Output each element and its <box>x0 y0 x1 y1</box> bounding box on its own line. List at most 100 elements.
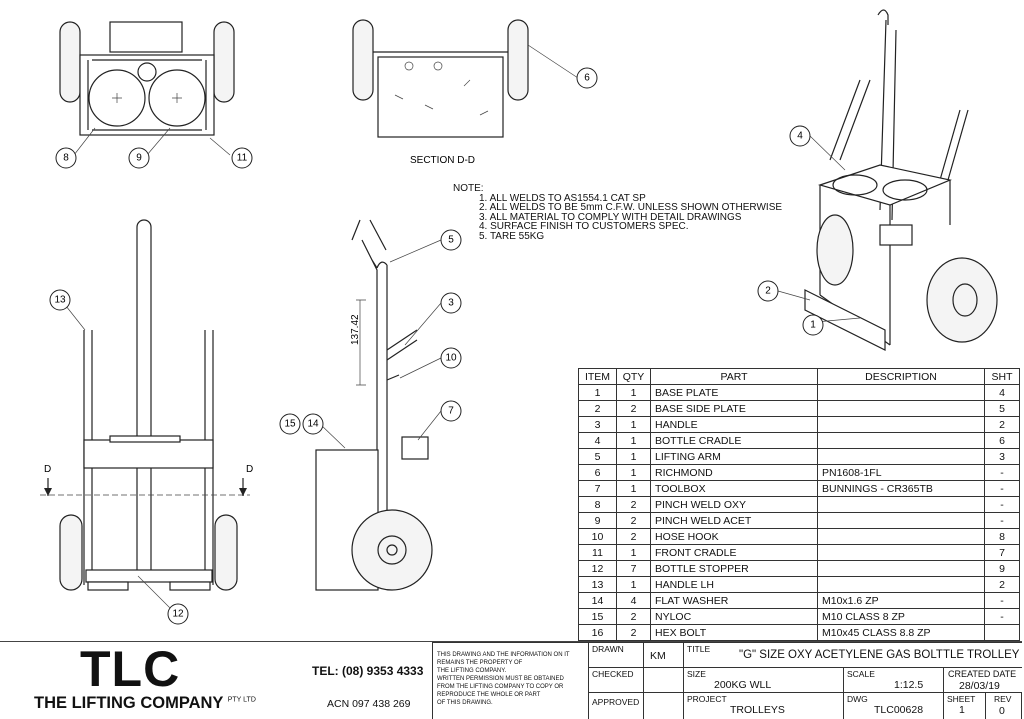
part-name: NYLOC <box>650 608 818 625</box>
quantity: 1 <box>616 448 651 465</box>
quantity: 4 <box>616 592 651 609</box>
sheet-ref: 3 <box>984 448 1020 465</box>
svg-text:6: 6 <box>584 73 590 84</box>
description: M10x45 CLASS 8.8 ZP <box>817 624 985 641</box>
description <box>817 544 985 561</box>
col-description: DESCRIPTION <box>817 368 985 385</box>
quantity: 1 <box>616 576 651 593</box>
sheet-label: SHEET <box>947 694 976 704</box>
col-item: ITEM <box>578 368 617 385</box>
quantity: 2 <box>616 400 651 417</box>
drawn-value: KM <box>650 650 666 662</box>
drawing-title: "G" SIZE OXY ACETYLENE GAS BOLTTLE TROLL… <box>739 649 1020 661</box>
rev-label: REV <box>994 694 1012 704</box>
drawn-label: DRAWN <box>592 644 624 654</box>
balloon-8: 8 <box>55 147 77 169</box>
sheet-ref: 4 <box>984 384 1020 401</box>
size-value: 200KG WLL <box>714 679 772 691</box>
section-marker-right: D <box>246 464 253 475</box>
svg-text:7: 7 <box>448 406 454 417</box>
sheet-ref: 2 <box>984 416 1020 433</box>
balloon-3: 3 <box>440 292 462 314</box>
part-name: HEX BOLT <box>650 624 818 641</box>
sheet-ref: - <box>984 512 1020 529</box>
svg-text:1: 1 <box>810 320 816 331</box>
notice-line: FROM THE LIFTING COMPANY TO COPY OR <box>437 684 564 690</box>
col-part: PART <box>650 368 818 385</box>
description <box>817 416 985 433</box>
item-number: 8 <box>578 496 617 513</box>
balloon-5: 5 <box>440 229 462 251</box>
copyright-notice: THIS DRAWING AND THE INFORMATION ON IT RE… <box>432 642 588 719</box>
note-item: 4. SURFACE FINISH TO CUSTOMERS SPEC. <box>479 221 689 233</box>
notice-line: WRITTEN PERMISSION MUST BE OBTAINED <box>437 676 564 682</box>
quantity: 1 <box>616 416 651 433</box>
balloon-12: 12 <box>167 603 189 625</box>
sheet-value: 1 <box>959 704 965 716</box>
balloon-1: 1 <box>802 314 824 336</box>
description <box>817 560 985 577</box>
description <box>817 448 985 465</box>
side-view <box>315 219 433 591</box>
description: M10x1.6 ZP <box>817 592 985 609</box>
front-view <box>40 219 250 591</box>
balloon-4: 4 <box>789 125 811 147</box>
svg-text:4: 4 <box>797 131 803 142</box>
part-name: PINCH WELD ACET <box>650 512 818 529</box>
balloon-2: 2 <box>757 280 779 302</box>
company-name: THE LIFTING COMPANY PTY LTD <box>34 694 256 713</box>
item-number: 3 <box>578 416 617 433</box>
scale-label: SCALE <box>847 669 875 679</box>
created-date-value: 28/03/19 <box>959 680 1000 692</box>
item-number: 14 <box>578 592 617 609</box>
note-item: 2. ALL WELDS TO BE 5mm C.F.W. UNLESS SHO… <box>479 202 783 214</box>
svg-text:8: 8 <box>63 153 69 164</box>
svg-text:5: 5 <box>448 235 454 246</box>
bom-header-row: ITEM QTY PART DESCRIPTION SHT <box>578 368 1020 385</box>
item-number: 7 <box>578 480 617 497</box>
svg-text:10: 10 <box>445 353 457 364</box>
notes-heading: NOTE: <box>453 183 484 194</box>
description <box>817 528 985 545</box>
balloon-6: 6 <box>576 67 598 89</box>
title-block: TLC THE LIFTING COMPANY PTY LTD TEL: (08… <box>0 641 1022 719</box>
item-number: 15 <box>578 608 617 625</box>
description: BUNNINGS - CR365TB <box>817 480 985 497</box>
sheet-ref: - <box>984 480 1020 497</box>
project-value: TROLLEYS <box>730 704 785 716</box>
telephone: TEL: (08) 9353 4333 <box>312 664 424 678</box>
svg-text:2: 2 <box>765 286 771 297</box>
sheet-ref: 8 <box>984 528 1020 545</box>
sheet-ref: 9 <box>984 560 1020 577</box>
quantity: 2 <box>616 512 651 529</box>
item-number: 12 <box>578 560 617 577</box>
sheet-ref: 2 <box>984 576 1020 593</box>
rev-value: 0 <box>999 705 1005 717</box>
note-item: 5. TARE 55KG <box>479 230 545 242</box>
company-suffix: PTY LTD <box>227 696 256 704</box>
notice-line: THIS DRAWING AND THE INFORMATION ON IT <box>437 652 570 658</box>
quantity: 2 <box>616 496 651 513</box>
part-name: HOSE HOOK <box>650 528 818 545</box>
checked-label: CHECKED <box>592 669 634 679</box>
svg-text:3: 3 <box>448 298 454 309</box>
balloon-9: 9 <box>128 147 150 169</box>
notice-line: REPRODUCE THE WHOLE OR PART <box>437 692 541 698</box>
description <box>817 400 985 417</box>
title-label: TITLE <box>687 644 711 654</box>
notice-line: REMAINS THE PROPERTY OF <box>437 660 523 666</box>
quantity: 2 <box>616 624 651 641</box>
svg-text:15: 15 <box>284 419 296 430</box>
item-number: 6 <box>578 464 617 481</box>
description <box>817 576 985 593</box>
project-label: PROJECT <box>687 694 727 704</box>
acn: ACN 097 438 269 <box>327 698 411 710</box>
general-notes: NOTE: 1. ALL WELDS TO AS1554.1 CAT SP 2.… <box>453 184 782 242</box>
section-d-d-view <box>352 19 529 138</box>
svg-text:9: 9 <box>136 153 142 164</box>
